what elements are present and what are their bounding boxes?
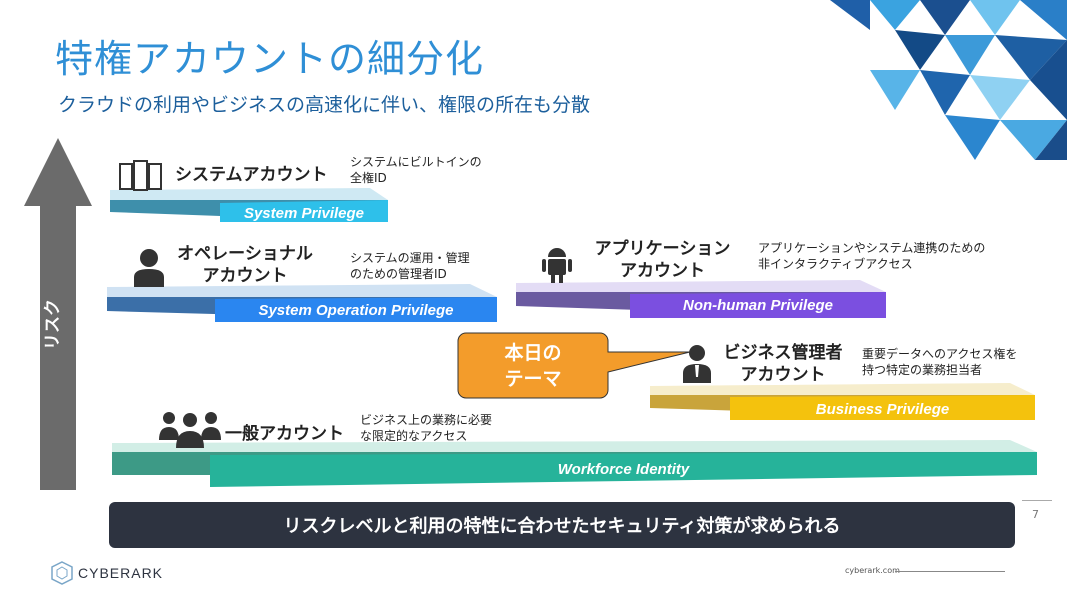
privilege-label: Workforce Identity [557, 461, 690, 478]
privilege-label: System Operation Privilege [258, 302, 454, 319]
platform-system-operation [107, 284, 497, 322]
account-name-system: システムアカウント [175, 165, 328, 185]
platform-business [650, 383, 1035, 420]
account-description: システムの運用・管理のための管理者ID [350, 251, 470, 281]
conclusion-banner: リスクレベルと利用の特性に合わせたセキュリティ対策が求められる [109, 502, 1015, 548]
group-icon [159, 412, 221, 448]
account-name-general: 一般アカウント [225, 424, 344, 444]
brand-name: CYBERARK [78, 565, 164, 581]
privilege-label: Business Privilege [815, 401, 950, 418]
account-name-operational: オペレーショナルアカウント [177, 244, 313, 286]
platform-system [110, 188, 388, 222]
account-description: システムにビルトインの全権ID [350, 155, 482, 185]
person-icon [134, 249, 164, 287]
footer-url: cyberark.com [845, 566, 900, 575]
page-number: 7 [1032, 508, 1039, 521]
decorative-triangles [830, 0, 1067, 160]
privilege-label: System Privilege [243, 205, 365, 222]
platform-workforce [112, 440, 1037, 487]
server-icon [119, 160, 162, 191]
footer-line [895, 571, 1005, 572]
businessman-icon [683, 345, 711, 383]
account-name-application: アプリケーションアカウント [594, 239, 731, 281]
android-icon [542, 248, 572, 283]
callout-bubble [457, 332, 691, 399]
callout-text: 本日のテーマ [504, 342, 562, 390]
privilege-label: Non-human Privilege [682, 297, 834, 314]
page-subtitle: クラウドの利用やビジネスの高速化に伴い、権限の所在も分散 [58, 94, 591, 116]
account-description: 重要データへのアクセス権を持つ特定の業務担当者 [862, 347, 1018, 377]
account-description: ビジネス上の業務に必要な限定的なアクセス [360, 413, 493, 443]
account-description: アプリケーションやシステム連携のための非インタラクティブアクセス [758, 241, 986, 271]
platform-non-human [516, 280, 886, 318]
divider [1022, 500, 1052, 501]
account-name-business-admin: ビジネス管理者アカウント [723, 343, 843, 385]
risk-arrow [24, 138, 92, 490]
cyberark-logo-icon [51, 561, 73, 585]
page-title: 特権アカウントの細分化 [55, 37, 485, 81]
